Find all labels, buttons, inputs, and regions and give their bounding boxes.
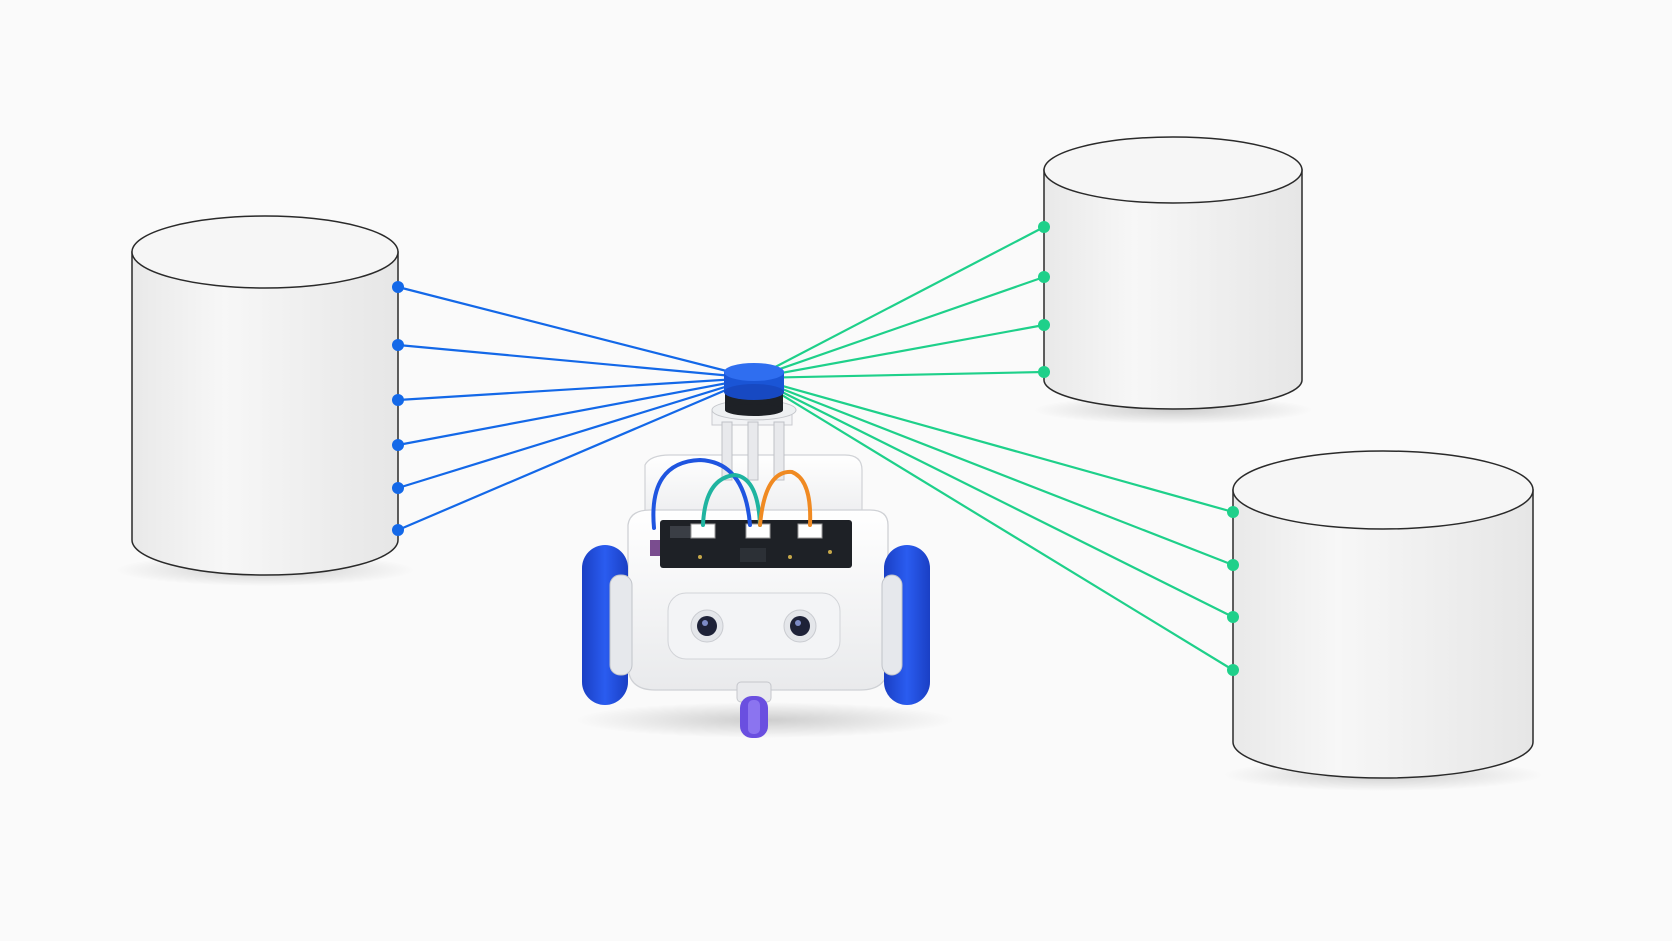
lidar-scan-rays (392, 221, 1239, 676)
ray-right-top-1 (753, 226, 1045, 379)
ray-right-bottom-hit-point-1 (1227, 506, 1239, 518)
ray-left-4 (397, 376, 755, 447)
ray-left-hit-point-3 (392, 394, 404, 406)
ray-left-1 (397, 285, 755, 380)
ray-right-bottom-hit-point-2 (1227, 559, 1239, 571)
ray-right-bottom-1 (753, 376, 1234, 514)
obstacle-cylinder-right-top (1033, 136, 1313, 424)
ray-left-hit-point-1 (392, 281, 404, 293)
lidar-sensor (711, 363, 797, 481)
wheel-right (881, 545, 930, 705)
ray-right-top-hit-point-3 (1038, 319, 1050, 331)
ray-left-2 (397, 343, 755, 380)
obstacle-cylinder-left (115, 215, 415, 586)
robot-car (575, 363, 955, 738)
ray-left-hit-point-5 (392, 482, 404, 494)
ray-left-3 (397, 376, 755, 402)
ray-right-bottom-hit-point-3 (1227, 611, 1239, 623)
jumper-wires (651, 457, 813, 530)
ray-right-top-3 (753, 323, 1045, 380)
wheel-left (582, 545, 633, 705)
ultrasonic-sensor (667, 592, 841, 660)
ray-right-top-hit-point-4 (1038, 366, 1050, 378)
ray-right-bottom-3 (753, 377, 1234, 618)
ray-left-hit-point-2 (392, 339, 404, 351)
ray-right-top-hit-point-1 (1038, 221, 1050, 233)
ray-left-5 (397, 376, 755, 490)
ray-right-bottom-hit-point-4 (1227, 664, 1239, 676)
ray-left-6 (397, 376, 755, 532)
ray-left-hit-point-6 (392, 524, 404, 536)
ray-right-top-4 (753, 370, 1045, 380)
ray-left-hit-point-4 (392, 439, 404, 451)
ray-right-bottom-2 (753, 376, 1234, 567)
ray-right-top-2 (753, 275, 1045, 380)
ray-right-bottom-4 (753, 377, 1234, 671)
control-board (650, 520, 852, 568)
ray-right-top-hit-point-2 (1038, 271, 1050, 283)
obstacle-cylinder-right-bottom (1223, 450, 1543, 791)
caster-wheel (736, 681, 772, 738)
